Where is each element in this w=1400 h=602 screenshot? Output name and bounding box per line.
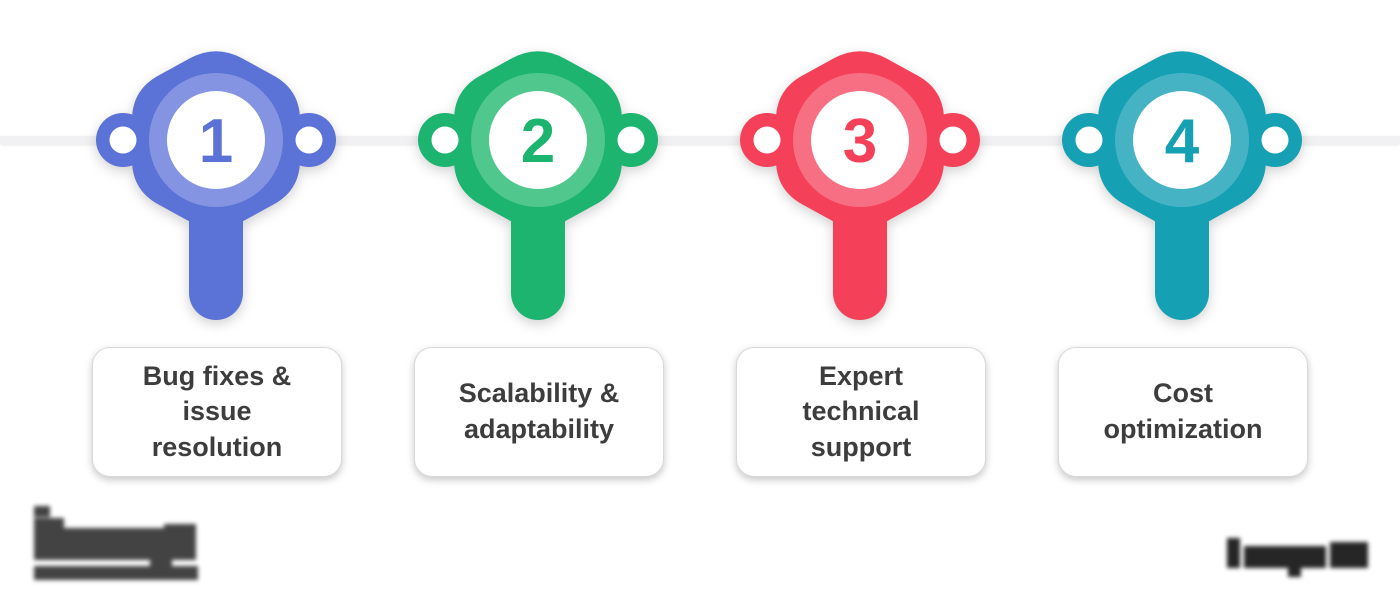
step-number: 4 [1165,107,1200,176]
step-3-card: Expert technical support [736,347,986,477]
connector-dot-left [1075,126,1103,154]
step-2-label-line: Scalability & [458,378,620,409]
step-1-marker: 1 [96,51,336,320]
step-number: 3 [843,107,877,176]
step-1-card: Bug fixes & issue resolution [92,347,342,477]
number-disc [489,91,587,189]
step-4-card: Cost optimization [1058,347,1308,477]
step-2-card: Scalability & adaptability [414,347,664,477]
step-3-label-line: support [810,431,912,462]
connector-dot-left [109,126,137,154]
connector-dot-left [431,126,459,154]
number-disc [811,91,909,189]
step-4-marker: 4 [1062,51,1302,320]
right-logo-blurred [1200,0,1400,602]
step-3-label-line: technical [802,396,920,427]
connector-dot-left [753,126,781,154]
step-3-label-line: Expert [818,360,904,391]
step-1-label-line: issue [182,396,252,427]
step-number: 1 [199,107,233,176]
step-number: 2 [521,107,555,176]
step-2-label-line: adaptability [463,414,615,444]
step-3-marker: 3 [740,51,980,320]
connector-dot-right [295,126,323,154]
step-1-label-line: Bug fixes & [142,360,292,391]
step-4-label-line: Cost [1153,378,1213,409]
number-disc [167,91,265,189]
step-1-label-line: resolution [151,431,283,462]
step-4-label-line: optimization [1103,414,1263,444]
number-disc [1133,91,1231,189]
step-2-marker: 2 [418,51,658,320]
connector-dot-right [617,126,645,154]
connector-dot-right [939,126,967,154]
timeline-line [0,136,1400,144]
left-logo-blurred [0,0,220,602]
connector-dot-right [1261,126,1289,154]
